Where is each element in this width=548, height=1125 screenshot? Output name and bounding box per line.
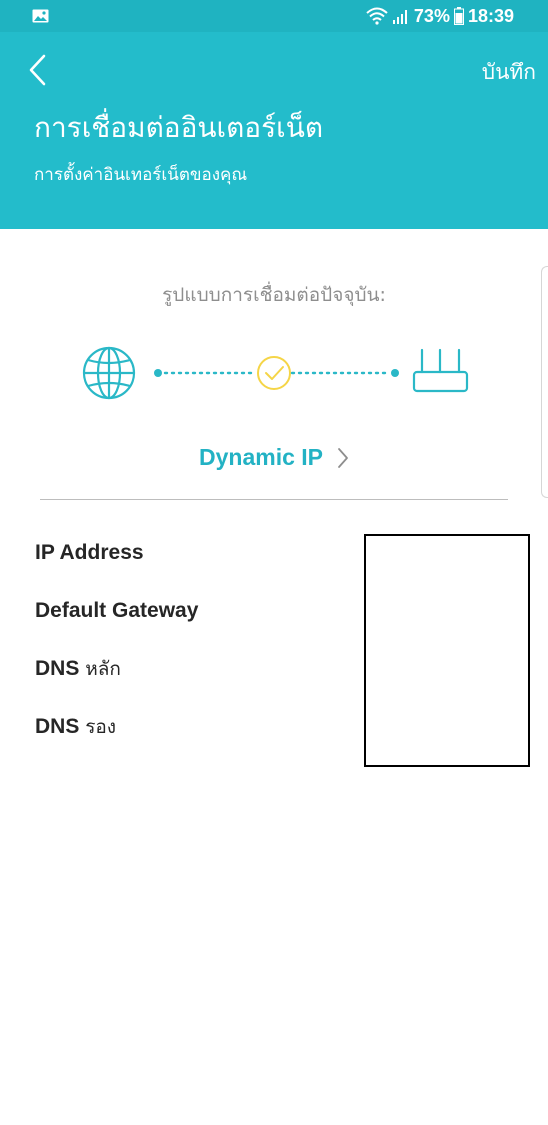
signal-icon: [392, 10, 407, 24]
primary-dns-label: DNS หลัก: [35, 656, 198, 714]
primary-dns-label-thai: หลัก: [85, 658, 121, 680]
scroll-indicator[interactable]: [541, 266, 548, 498]
save-button[interactable]: บันทึก: [481, 60, 536, 84]
battery-percent: 73%: [413, 5, 450, 26]
connection-line-left: [154, 369, 258, 377]
wifi-icon: [366, 7, 388, 25]
connection-mode-value: Dynamic IP: [199, 444, 323, 470]
network-topology: [82, 346, 469, 400]
check-circle-icon: [257, 356, 291, 390]
default-gateway-label: Default Gateway: [35, 598, 198, 656]
image-icon: [32, 9, 49, 23]
app-header: บันทึก การเชื่อมต่ออินเตอร์เน็ต การตั้งค…: [0, 32, 548, 229]
battery-icon: [453, 7, 464, 25]
page-subtitle: การตั้งค่าอินเทอร์เน็ตของคุณ: [34, 165, 248, 185]
connection-info-list: IP Address Default Gateway DNS หลัก DNS …: [35, 540, 198, 772]
status-bar: 73% 18:39: [0, 0, 548, 32]
primary-dns-label-latin: DNS: [35, 657, 86, 680]
back-button[interactable]: [22, 52, 54, 88]
default-gateway-label-text: Default Gateway: [35, 599, 199, 622]
chevron-left-icon: [29, 54, 46, 86]
connection-type-label: รูปแบบการเชื่อมต่อปัจจุบัน:: [162, 284, 386, 306]
router-icon: [412, 348, 469, 393]
ip-address-label: IP Address: [35, 540, 198, 598]
chevron-right-icon: [338, 447, 348, 468]
secondary-dns-label: DNS รอง: [35, 714, 198, 772]
clock: 18:39: [467, 5, 514, 26]
globe-icon: [82, 346, 136, 400]
connection-mode-selector[interactable]: Dynamic IP: [0, 444, 548, 471]
connection-line-right: [290, 369, 399, 377]
section-divider: [40, 499, 508, 500]
status-indicators: 73% 18:39: [366, 0, 514, 32]
redacted-values-box: [364, 534, 530, 767]
secondary-dns-label-thai: รอง: [85, 716, 117, 738]
secondary-dns-label-latin: DNS: [35, 715, 86, 738]
ip-address-label-text: IP Address: [35, 541, 144, 564]
page-title: การเชื่อมต่ออินเตอร์เน็ต: [34, 111, 324, 144]
